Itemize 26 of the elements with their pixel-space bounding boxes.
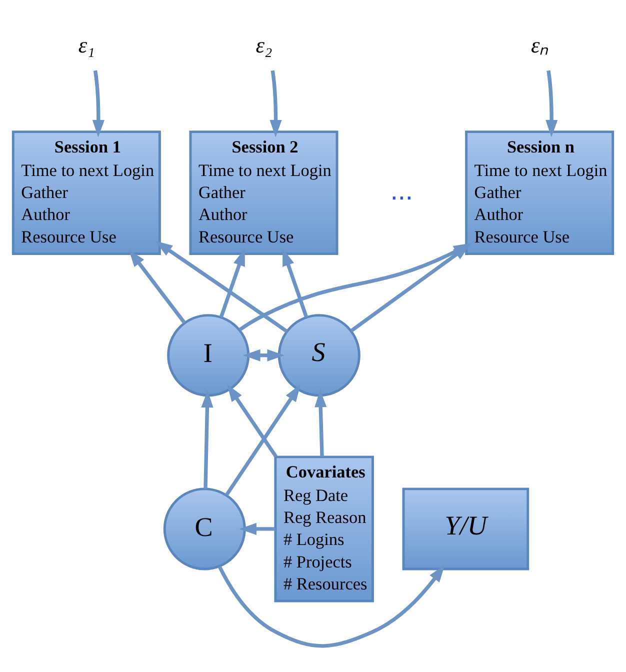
node-box: Covariates Reg Date Reg Reason # Logins # Projects # Resources [274,456,374,602]
arrow [201,390,214,489]
arrow [218,564,445,648]
arrow [239,522,276,536]
node-box: Y/U [402,488,530,570]
arrow [155,240,288,333]
arrow [219,248,245,318]
node-text: εₙ [530,32,549,58]
node-box: Session 2 Time to next Login Gather Author Resource Use [189,130,338,255]
arrow [224,384,301,496]
arrow [314,390,327,457]
node-circle: S [278,314,360,397]
node-text: ε₂ [256,32,272,58]
arrow [128,250,186,324]
node-text: ε₁ [78,32,95,58]
label: ... [390,174,413,206]
arrow [243,349,284,362]
arrow [92,70,104,138]
node-circle: I [167,314,250,397]
arrow [546,70,558,138]
arrow [227,384,278,458]
node-box: Session 1 Time to next Login Gather Author Resource Use [12,130,161,255]
node-circle: C [163,488,246,570]
node-box: Session n Time to next Login Gather Author Resource Use [465,130,614,255]
arrow [270,70,282,138]
arrow [282,248,308,318]
